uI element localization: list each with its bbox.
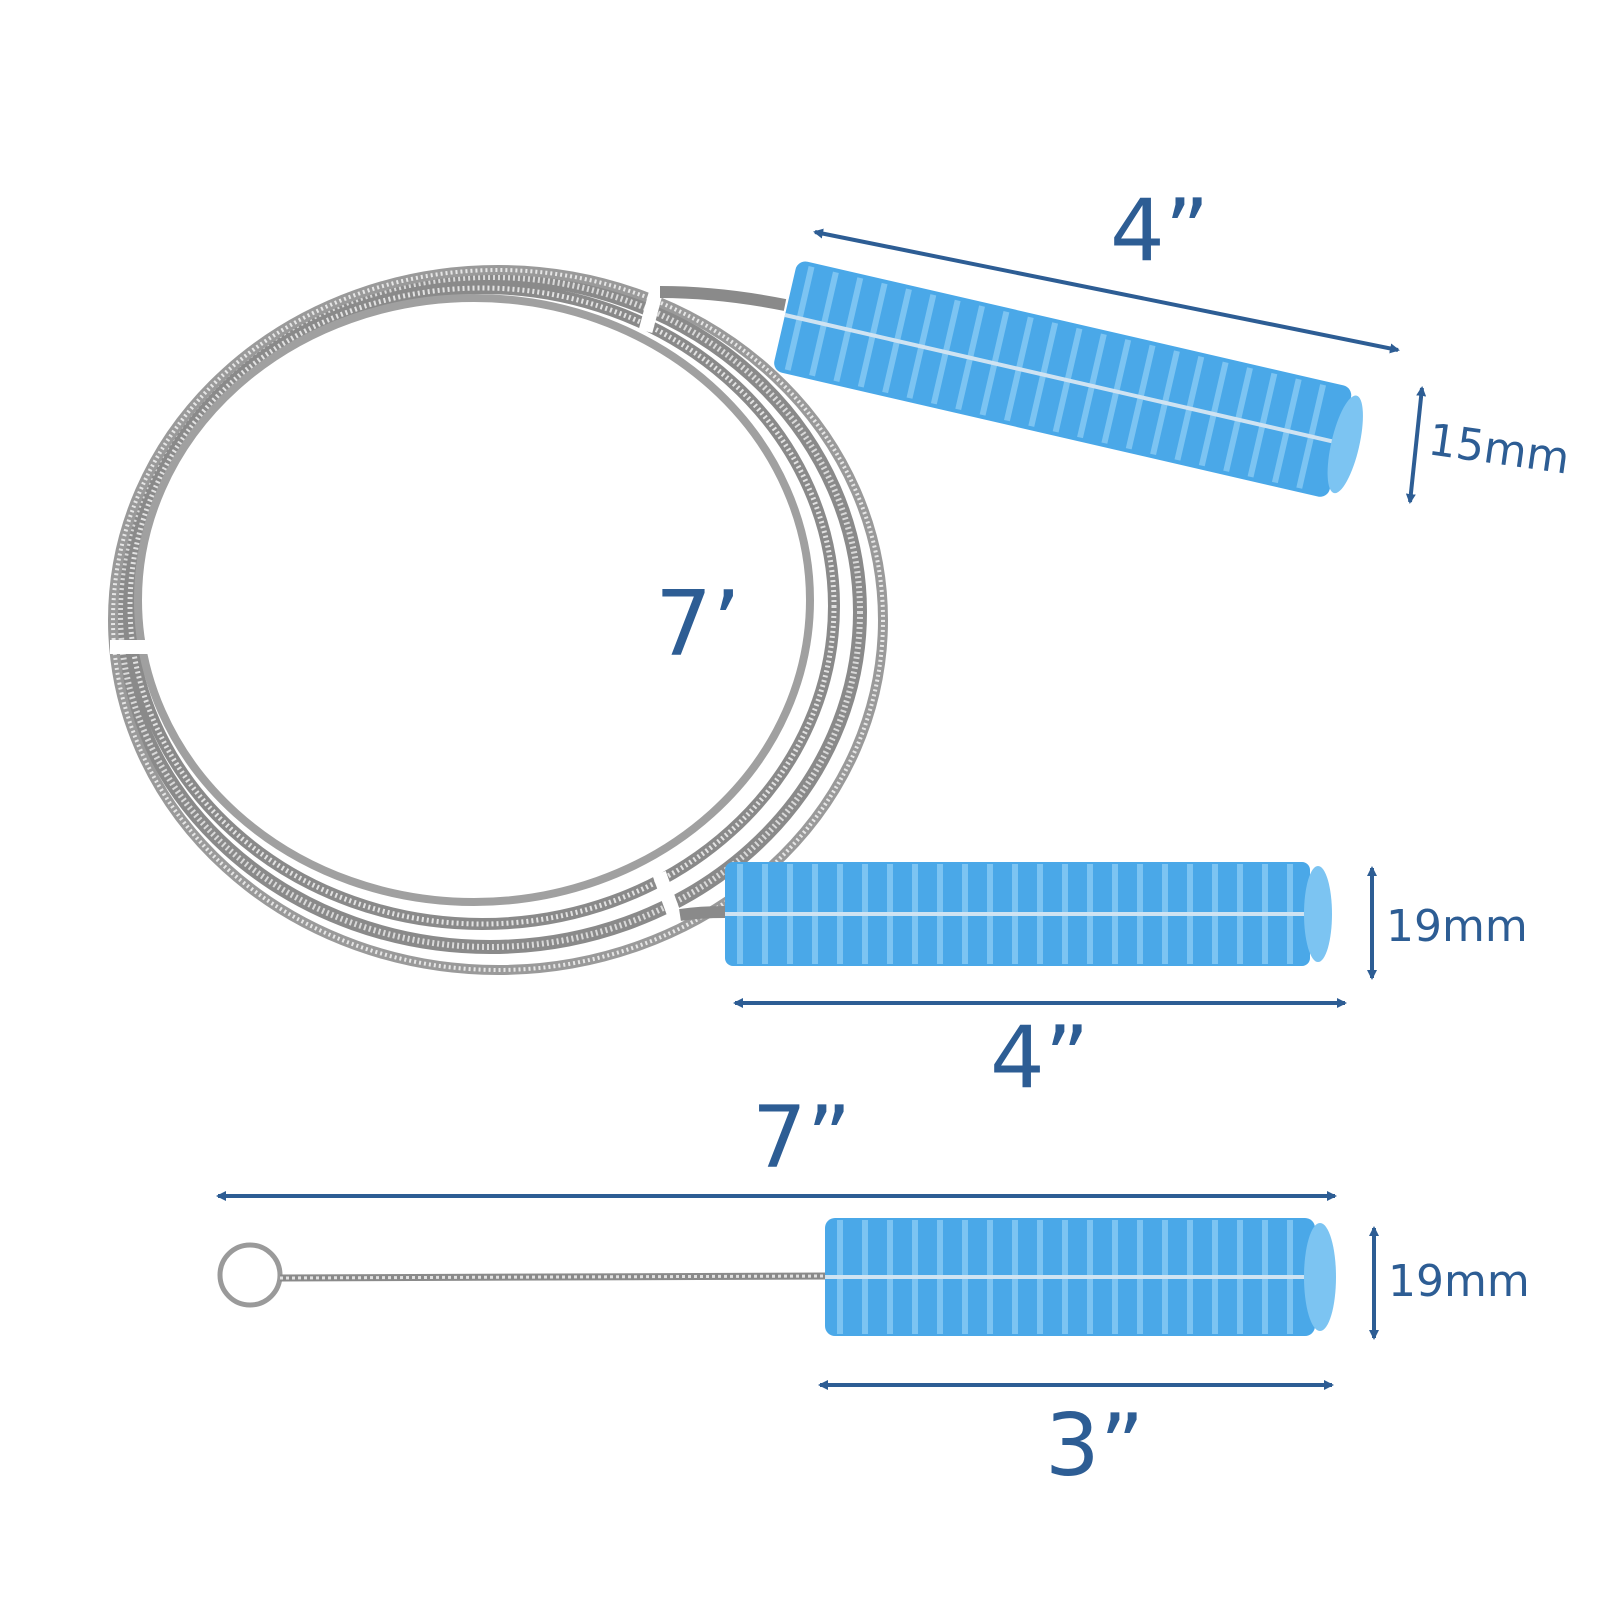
mid-brush-length-label: 4” (990, 1008, 1090, 1108)
spring-coil (108, 265, 888, 975)
coil-length-label: 7’ (655, 572, 741, 677)
top-brush-length-label: 4” (1110, 181, 1210, 281)
dimension-lines (216, 228, 1427, 1390)
small-brush-diameter-label: 19mm (1388, 1256, 1530, 1307)
small-brush-head-label: 3” (1045, 1396, 1145, 1496)
small-brush-total-label: 7” (752, 1088, 852, 1188)
top-brush-length-arrow (813, 228, 1400, 354)
middle-brush (725, 862, 1332, 966)
top-brush (774, 261, 1363, 497)
mid-brush-diameter-label: 19mm (1386, 901, 1528, 952)
small-brush (217, 1218, 1336, 1336)
top-brush-diameter-arrow (1405, 386, 1427, 504)
